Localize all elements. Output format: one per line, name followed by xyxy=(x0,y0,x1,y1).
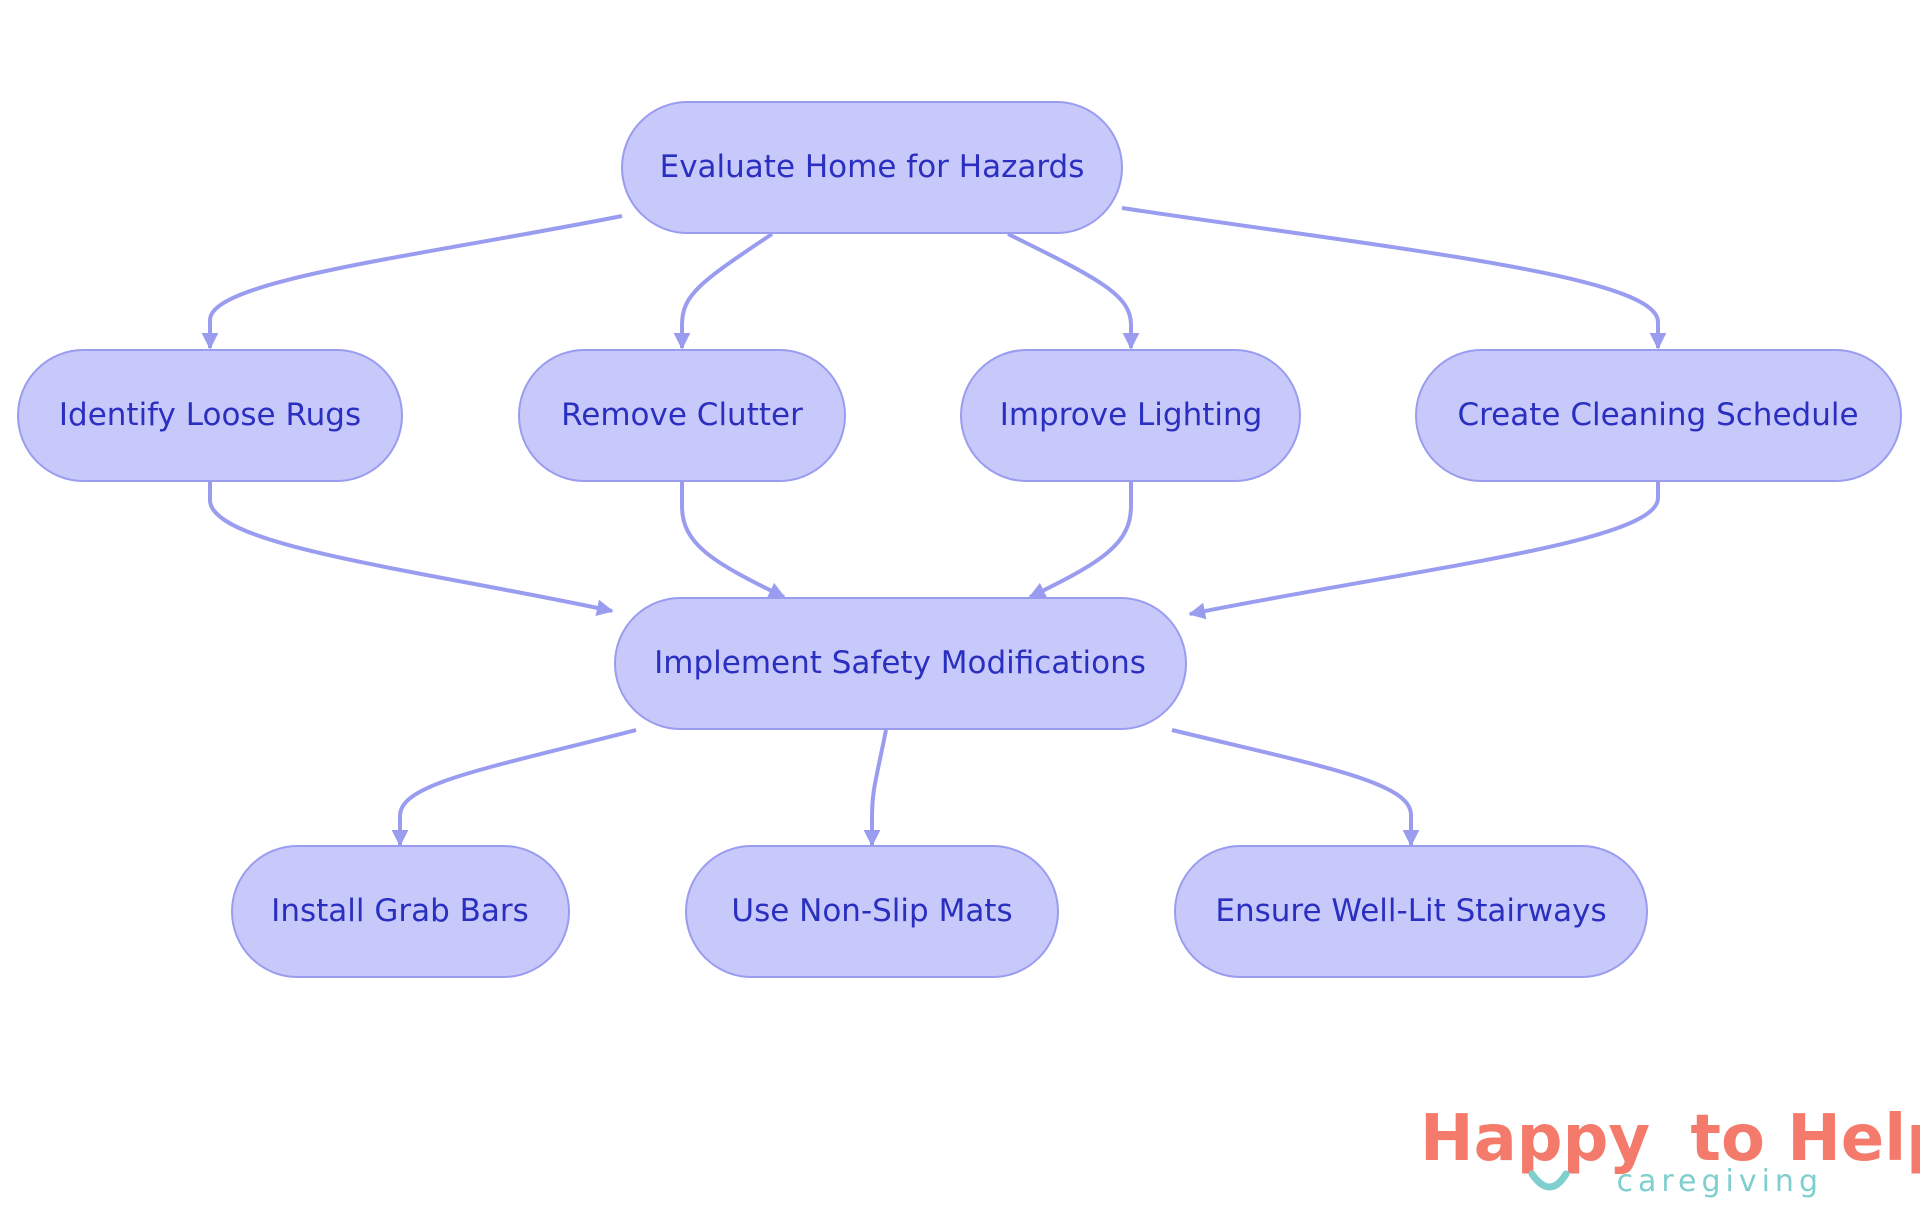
edge-evaluate-to-cleaning xyxy=(1121,206,1667,350)
edge-clutter-to-implement xyxy=(680,482,786,599)
happy-to-help-logo: Happy to Help caregiving xyxy=(1420,1102,1920,1199)
node-remove-clutter-label: Remove Clutter xyxy=(561,397,803,433)
logo-word-happy: Happy xyxy=(1420,1102,1650,1176)
edge-implement-to-grab-bars xyxy=(391,728,637,847)
node-create-cleaning-schedule: Create Cleaning Schedule xyxy=(1415,349,1902,482)
smile-icon xyxy=(1528,1170,1570,1191)
edge-evaluate-to-lighting xyxy=(1007,232,1140,350)
node-ensure-well-lit-stairways-label: Ensure Well-Lit Stairways xyxy=(1215,893,1606,929)
node-install-grab-bars: Install Grab Bars xyxy=(231,845,570,978)
node-evaluate: Evaluate Home for Hazards xyxy=(621,101,1123,234)
node-create-cleaning-schedule-label: Create Cleaning Schedule xyxy=(1457,397,1858,433)
edge-evaluate-to-rugs xyxy=(201,214,623,350)
edge-cleaning-to-implement xyxy=(1188,482,1660,620)
node-use-non-slip-mats-label: Use Non-Slip Mats xyxy=(731,893,1012,929)
svg-text:Happy to Help: Happy to Help xyxy=(1420,1102,1920,1176)
edges xyxy=(201,206,1667,847)
node-remove-clutter: Remove Clutter xyxy=(518,349,846,482)
node-improve-lighting: Improve Lighting xyxy=(960,349,1301,482)
node-install-grab-bars-label: Install Grab Bars xyxy=(271,893,529,929)
node-ensure-well-lit-stairways: Ensure Well-Lit Stairways xyxy=(1174,845,1648,978)
edge-implement-to-stairways xyxy=(1171,728,1420,847)
node-implement-safety-modifications-label: Implement Safety Modifications xyxy=(654,645,1146,681)
node-identify-loose-rugs-label: Identify Loose Rugs xyxy=(59,397,361,433)
edge-lighting-to-implement xyxy=(1028,482,1133,599)
node-implement-safety-modifications: Implement Safety Modifications xyxy=(614,597,1187,730)
logo-word-to-help: to Help xyxy=(1690,1102,1920,1176)
logo-tagline: caregiving xyxy=(1616,1164,1823,1199)
node-identify-loose-rugs: Identify Loose Rugs xyxy=(17,349,403,482)
edge-rugs-to-implement xyxy=(208,482,614,617)
node-use-non-slip-mats: Use Non-Slip Mats xyxy=(685,845,1059,978)
edge-evaluate-to-clutter xyxy=(673,232,774,350)
node-improve-lighting-label: Improve Lighting xyxy=(1000,397,1263,433)
edge-implement-to-mats xyxy=(863,729,888,847)
node-evaluate-label: Evaluate Home for Hazards xyxy=(660,149,1085,185)
